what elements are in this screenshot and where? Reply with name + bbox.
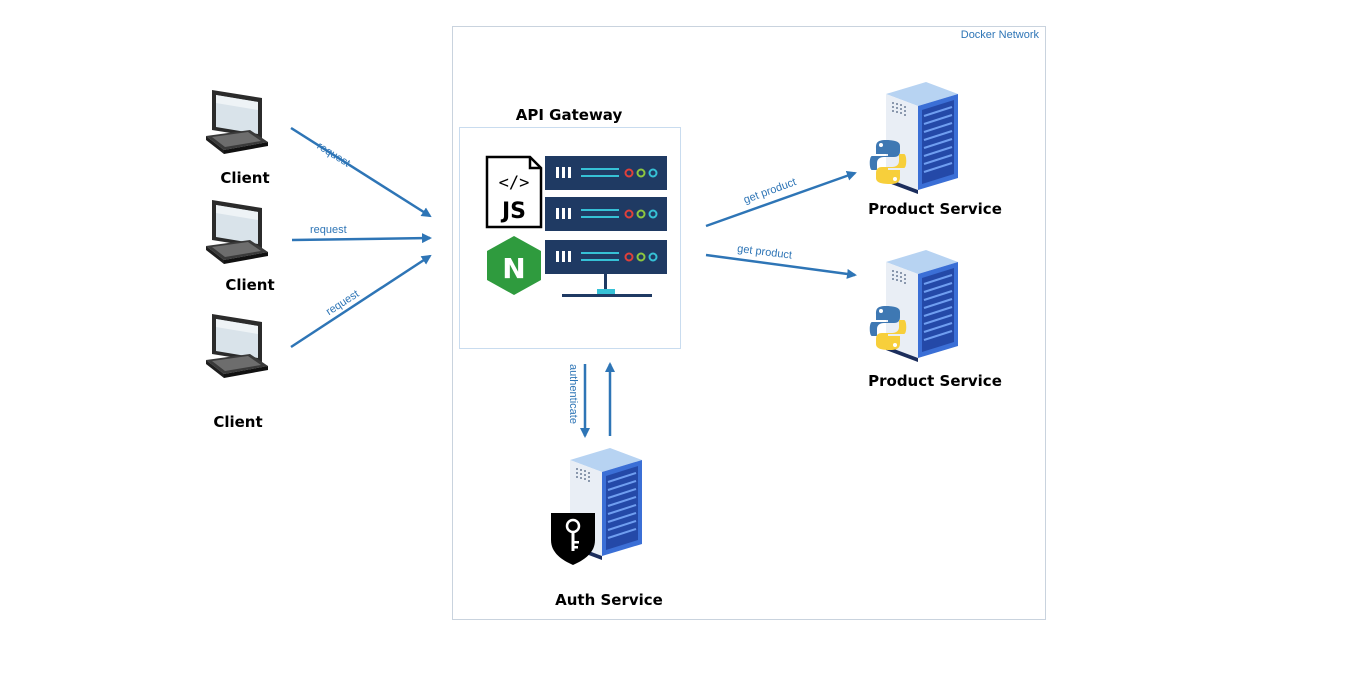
js-text: JS [500,199,526,224]
docker-network-label: Docker Network [960,29,1039,41]
nginx-icon: N [487,236,541,295]
nginx-letter: N [502,252,525,285]
edge-label-request: request [310,224,347,236]
server-unit-icon [544,155,668,191]
client-laptop-icon [206,200,268,264]
svg-text:</>: </> [499,173,530,193]
client-label: Client [225,276,275,294]
product-service-label: Product Service [868,200,1002,218]
security-shield-key-icon [551,513,595,565]
get-product-arrow-1 [705,170,857,228]
client-laptop-icon [206,90,268,154]
product-service-label: Product Service [868,372,1002,390]
api-gateway-box[interactable] [459,127,681,349]
client-laptop-icon [206,314,268,378]
get-product-arrow-2 [705,253,857,279]
server-unit-icon [544,196,668,232]
server-stand-icon [562,274,652,297]
client-label: Client [213,413,263,431]
request-arrow-1 [290,126,432,218]
client-label: Client [220,169,270,187]
api-gateway-label: API Gateway [515,106,623,124]
request-arrow-3 [290,254,432,349]
docker-network-boundary: Docker Network [452,26,1046,620]
edge-label-authenticate: authenticate [567,364,579,424]
request-arrow-2 [291,233,432,244]
javascript-file-icon: </> JS [485,155,543,229]
auth-service-label: Auth Service [555,591,663,609]
server-unit-icon [544,239,668,275]
